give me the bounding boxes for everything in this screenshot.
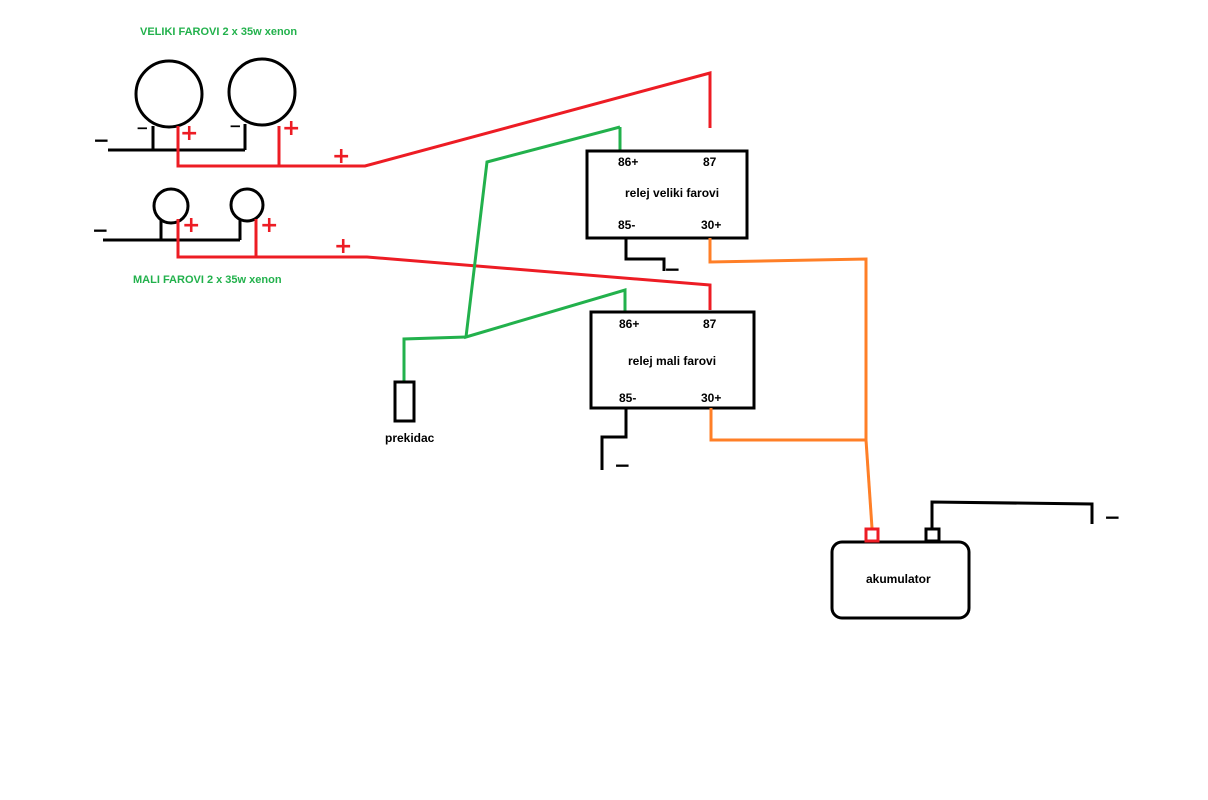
relay-high-label: relej veliki farovi <box>625 186 719 200</box>
relay-low-minus-symbol: − <box>614 453 631 477</box>
high-beam-title: VELIKI FAROVI 2 x 35w xenon <box>140 26 297 38</box>
low-beam-minus-symbol: − <box>92 218 109 242</box>
relay-low-beam <box>589 310 756 410</box>
battery-negative-terminal <box>924 527 941 543</box>
relay-low-pin-30: 30+ <box>701 391 721 405</box>
low-beam-right-plus-symbol: + <box>260 213 278 238</box>
high-beam-right-plus-symbol: + <box>282 116 300 141</box>
high-beam-wire-plus-symbol: + <box>332 144 350 169</box>
low-beam-left-plus-symbol: + <box>182 213 200 238</box>
relay-high-pin-86: 86+ <box>618 155 638 169</box>
relay-low-battery-wire <box>709 408 866 442</box>
low-beam-lamp-right <box>229 187 265 223</box>
battery-minus-symbol: − <box>1104 505 1121 529</box>
relay-low-pin-87: 87 <box>703 317 717 331</box>
battery-label: akumulator <box>866 572 931 586</box>
high-beam-minus-symbol: − <box>93 128 110 152</box>
battery <box>830 540 971 620</box>
high-beam-left-plus-symbol: + <box>180 121 198 146</box>
high-beam-lamp-left <box>134 59 204 129</box>
low-beam-lamp-left <box>152 187 190 225</box>
relay-high-beam <box>585 149 749 240</box>
relay-low-ground-wire <box>600 408 628 470</box>
high-beam-right-minus-symbol: − <box>229 117 242 135</box>
high-beam-lamp-right <box>227 57 297 127</box>
high-beam-positive-wire <box>176 71 712 168</box>
switch-label: prekidac <box>385 431 435 445</box>
switch-symbol <box>393 380 416 423</box>
low-beam-title: MALI FAROVI 2 x 35w xenon <box>133 274 282 286</box>
relay-high-battery-wire <box>708 238 868 440</box>
switch-lead-wire <box>402 335 467 382</box>
relay-low-pin-85: 85- <box>619 391 636 405</box>
relay-high-pin-87: 87 <box>703 155 717 169</box>
high-beam-left-minus-symbol: − <box>136 119 149 137</box>
relay-high-pin-30: 30+ <box>701 218 721 232</box>
relay-low-pin-86: 86+ <box>619 317 639 331</box>
relay-high-ground-wire <box>624 238 666 271</box>
relay-high-minus-symbol: − <box>664 257 681 281</box>
battery-ground-wire <box>930 500 1094 529</box>
battery-positive-terminal <box>864 527 880 543</box>
low-beam-positive-wire <box>176 219 712 310</box>
relay-low-label: relej mali farovi <box>628 354 716 368</box>
low-beam-wire-plus-symbol: + <box>334 234 352 259</box>
relay-high-pin-85: 85- <box>618 218 635 232</box>
battery-positive-feed <box>864 439 874 529</box>
